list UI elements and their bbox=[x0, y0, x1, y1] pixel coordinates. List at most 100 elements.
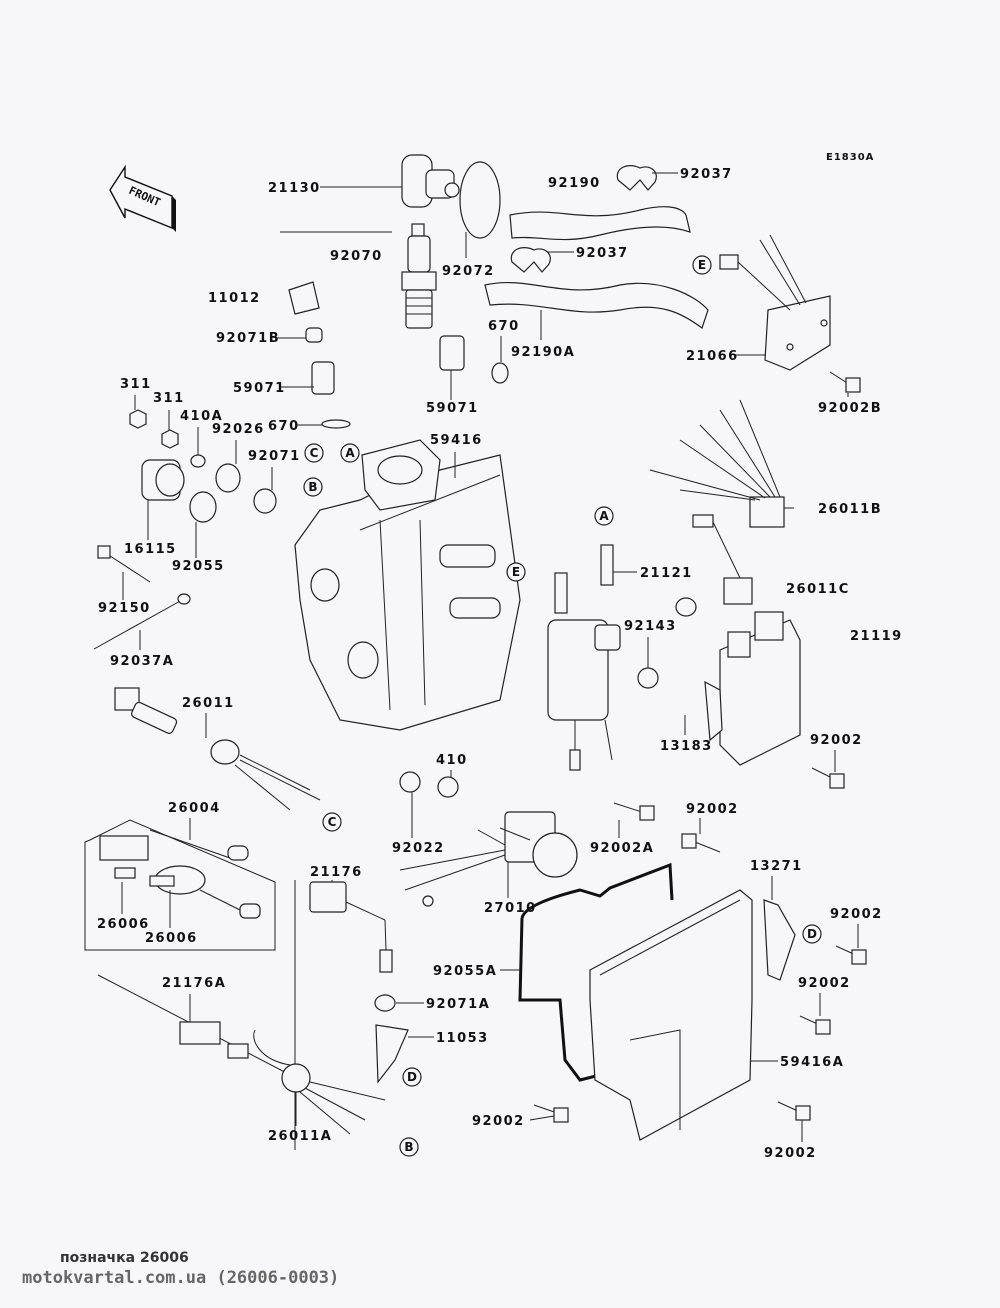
part-label-92071B[interactable]: 92071B bbox=[216, 331, 280, 346]
plate-13271 bbox=[763, 899, 796, 981]
part-label-92037A[interactable]: 92037A bbox=[110, 654, 174, 669]
hose-92190A bbox=[484, 281, 709, 329]
part-label-311-a[interactable]: 311 bbox=[120, 377, 152, 392]
part-label-21066[interactable]: 21066 bbox=[686, 349, 739, 364]
bolt-92150 bbox=[97, 545, 151, 583]
part-label-92022[interactable]: 92022 bbox=[392, 841, 445, 856]
part-label-92071A[interactable]: 92071A bbox=[426, 997, 490, 1012]
part-label-92002-mid[interactable]: 92002 bbox=[686, 802, 739, 817]
spacer-92143-a bbox=[675, 597, 697, 617]
part-label-11012[interactable]: 11012 bbox=[208, 291, 261, 306]
o-ring-670-left bbox=[321, 419, 351, 429]
part-label-16115[interactable]: 16115 bbox=[124, 542, 177, 557]
ref-marker-d-1: D bbox=[802, 924, 822, 944]
filler-16115 bbox=[141, 459, 185, 501]
part-label-21176[interactable]: 21176 bbox=[310, 865, 363, 880]
part-label-92002-right-2[interactable]: 92002 bbox=[798, 976, 851, 991]
part-label-92055[interactable]: 92055 bbox=[172, 559, 225, 574]
fitting-59071-right bbox=[439, 335, 465, 371]
bolt-92002-ecu bbox=[811, 767, 845, 789]
washer-410 bbox=[437, 776, 459, 798]
part-label-92143[interactable]: 92143 bbox=[624, 619, 677, 634]
bolt-92002A bbox=[613, 802, 655, 821]
part-label-410A[interactable]: 410A bbox=[180, 409, 223, 424]
cap-11012 bbox=[288, 281, 320, 315]
part-label-92002-bottom-left[interactable]: 92002 bbox=[472, 1114, 525, 1129]
hose-clip-top bbox=[616, 165, 657, 191]
part-label-21130[interactable]: 21130 bbox=[268, 181, 321, 196]
footer-source-link[interactable]: motokvartal.com.ua (26006-0003) bbox=[22, 1268, 340, 1288]
washer-92022 bbox=[399, 771, 421, 793]
part-label-92070[interactable]: 92070 bbox=[330, 249, 383, 264]
bolt-92002-right-2 bbox=[799, 1015, 831, 1035]
part-label-92190[interactable]: 92190 bbox=[548, 176, 601, 191]
part-label-92055A[interactable]: 92055A bbox=[433, 964, 497, 979]
part-label-26004[interactable]: 26004 bbox=[168, 801, 221, 816]
part-label-11053[interactable]: 11053 bbox=[436, 1031, 489, 1046]
spacer-92143-b bbox=[637, 667, 659, 689]
part-label-26006-b[interactable]: 26006 bbox=[145, 931, 198, 946]
clamp-ring bbox=[459, 161, 501, 239]
part-label-670-right[interactable]: 670 bbox=[488, 319, 520, 334]
part-label-92037-mid[interactable]: 92037 bbox=[576, 246, 629, 261]
part-label-26011A[interactable]: 26011A bbox=[268, 1129, 332, 1144]
part-label-26011C[interactable]: 26011C bbox=[786, 582, 850, 597]
front-arrow-icon: FRONT bbox=[109, 164, 176, 232]
harness-26011 bbox=[114, 687, 321, 811]
ref-marker-b-2: B bbox=[399, 1137, 419, 1157]
part-label-92026[interactable]: 92026 bbox=[212, 422, 265, 437]
part-label-59416A[interactable]: 59416A bbox=[780, 1055, 844, 1070]
svg-text:B: B bbox=[404, 1140, 413, 1154]
part-label-92002-ecu[interactable]: 92002 bbox=[810, 733, 863, 748]
part-label-92002A[interactable]: 92002A bbox=[590, 841, 654, 856]
ref-marker-b-1: B bbox=[303, 477, 323, 497]
part-label-92002-right-1[interactable]: 92002 bbox=[830, 907, 883, 922]
cover-59416A bbox=[589, 889, 753, 1141]
rod-21121 bbox=[600, 544, 614, 586]
part-label-670-left[interactable]: 670 bbox=[268, 419, 300, 434]
part-label-59416[interactable]: 59416 bbox=[430, 433, 483, 448]
part-label-92002-bottom-right[interactable]: 92002 bbox=[764, 1146, 817, 1161]
svg-text:C: C bbox=[328, 815, 337, 829]
sensor-21176 bbox=[294, 880, 393, 1150]
harness-26011A bbox=[97, 974, 386, 1135]
part-label-59071-right[interactable]: 59071 bbox=[426, 401, 479, 416]
part-label-26006-a[interactable]: 26006 bbox=[97, 917, 150, 932]
cylinder-block-59416 bbox=[294, 439, 521, 731]
part-label-27010[interactable]: 27010 bbox=[484, 901, 537, 916]
part-label-21176A[interactable]: 21176A bbox=[162, 976, 226, 991]
part-label-13271[interactable]: 13271 bbox=[750, 859, 803, 874]
part-labels: 2113092070110129207292071B59071590716706… bbox=[97, 167, 903, 1161]
part-label-92002B[interactable]: 92002B bbox=[818, 401, 882, 416]
part-label-26011B[interactable]: 26011B bbox=[818, 502, 882, 517]
part-label-59071-left[interactable]: 59071 bbox=[233, 381, 286, 396]
part-label-92190A[interactable]: 92190A bbox=[511, 345, 575, 360]
part-label-21119[interactable]: 21119 bbox=[850, 629, 903, 644]
svg-text:C: C bbox=[310, 446, 319, 460]
part-label-410[interactable]: 410 bbox=[436, 753, 468, 768]
part-label-13183[interactable]: 13183 bbox=[660, 739, 713, 754]
part-shapes bbox=[84, 154, 867, 1150]
part-label-92072[interactable]: 92072 bbox=[442, 264, 495, 279]
part-label-311-b[interactable]: 311 bbox=[153, 391, 185, 406]
part-label-92071[interactable]: 92071 bbox=[248, 449, 301, 464]
washer-410A bbox=[190, 454, 206, 468]
part-label-92150[interactable]: 92150 bbox=[98, 601, 151, 616]
connector-26011C bbox=[692, 514, 753, 605]
bracket-11053 bbox=[375, 1024, 409, 1084]
footer-caption: позначка 26006 bbox=[60, 1250, 189, 1266]
nut-311-b bbox=[161, 429, 179, 449]
svg-text:D: D bbox=[407, 1070, 417, 1084]
spark-plug bbox=[401, 223, 437, 329]
grommet-92071A bbox=[374, 994, 396, 1012]
ref-marker-d-2: D bbox=[402, 1067, 422, 1087]
cable-tie-92037A bbox=[93, 593, 191, 650]
nut-311-a bbox=[129, 409, 147, 429]
ref-marker-a-2: A bbox=[594, 506, 614, 526]
part-label-21121[interactable]: 21121 bbox=[640, 566, 693, 581]
part-label-92037-top[interactable]: 92037 bbox=[680, 167, 733, 182]
part-label-26011[interactable]: 26011 bbox=[182, 696, 235, 711]
ref-marker-e-1: E bbox=[692, 255, 712, 275]
